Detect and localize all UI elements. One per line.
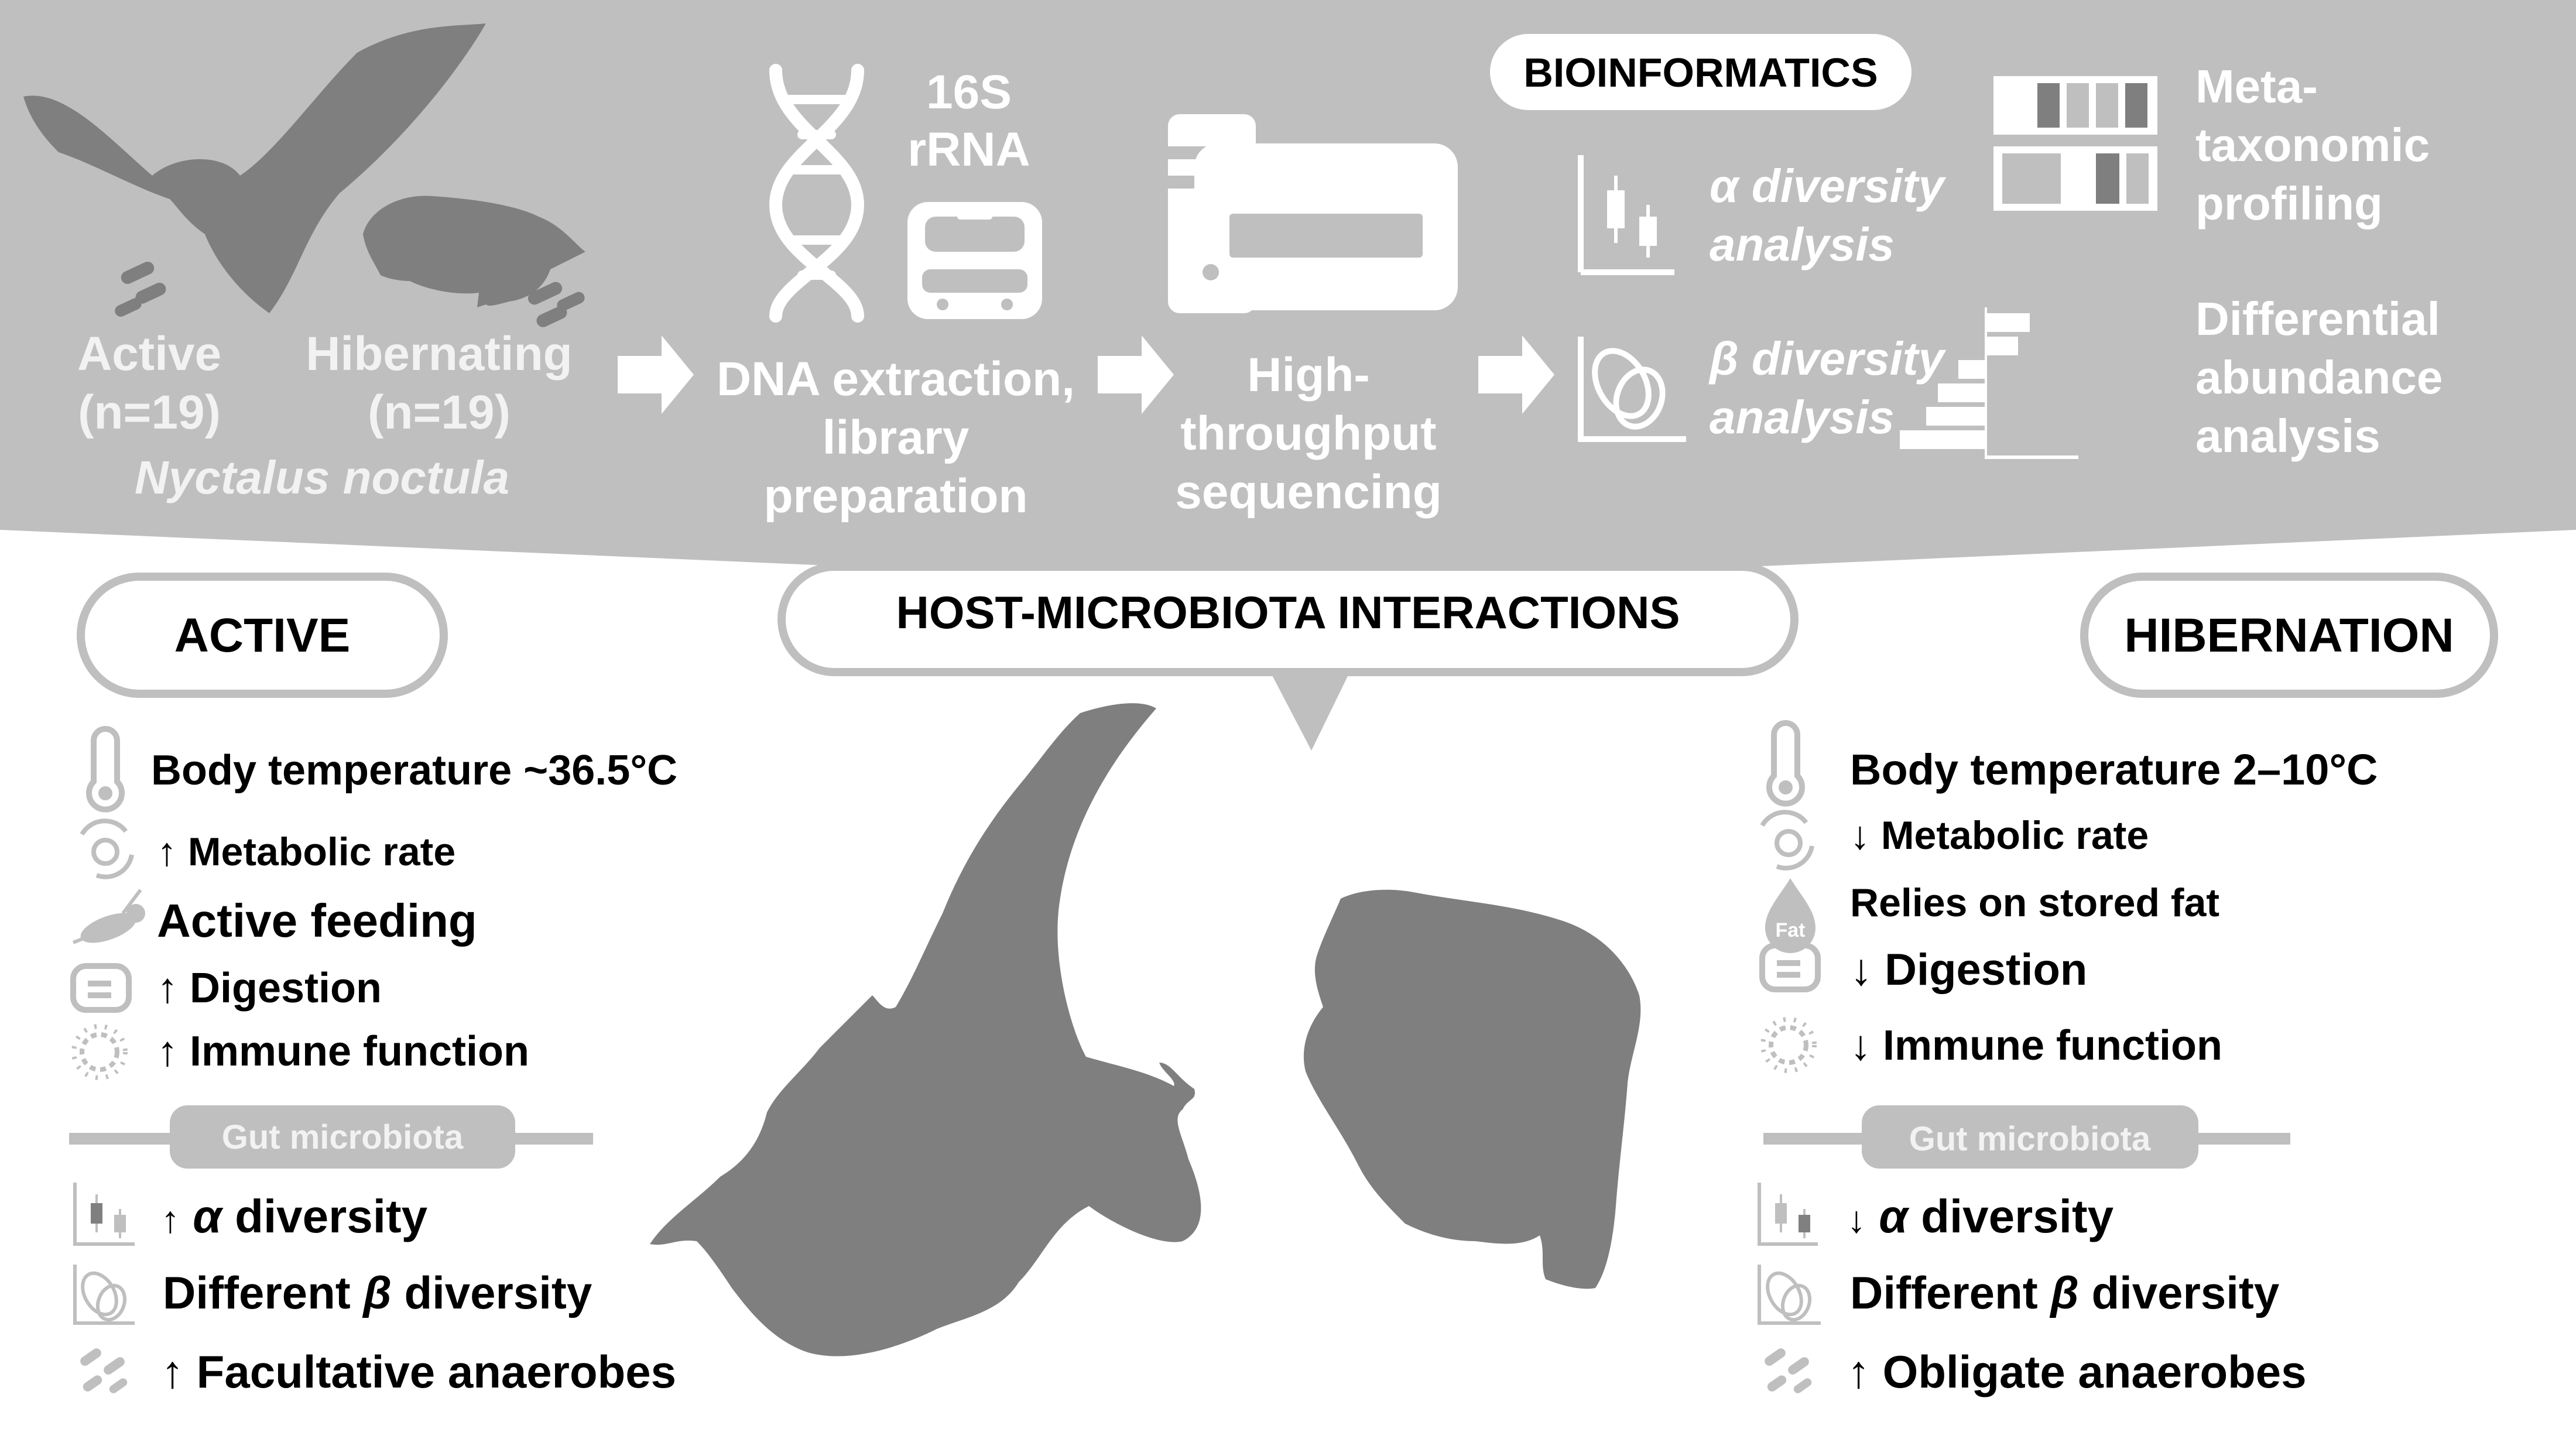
bacteria-icon bbox=[80, 1348, 128, 1393]
beta-diversity-icon bbox=[1578, 337, 1686, 442]
metabolism-icon bbox=[80, 818, 134, 879]
lab-step-line3: preparation bbox=[763, 470, 1027, 523]
flow-arrow bbox=[618, 335, 694, 414]
center-title: HOST-MICROBIOTA INTERACTIONS bbox=[896, 587, 1680, 638]
hibernating-bat-silhouette bbox=[363, 196, 585, 307]
active-trait-4: ↑ Immune function bbox=[157, 1028, 529, 1075]
alpha-diversity-icon bbox=[73, 1183, 135, 1246]
hibernation-trait-4: ↓ Immune function bbox=[1850, 1022, 2222, 1069]
bioinformatics-badge-label: BIOINFORMATICS bbox=[1523, 50, 1878, 95]
taxonomic-bars-icon bbox=[1993, 76, 2157, 211]
metabolism-icon bbox=[1760, 810, 1814, 871]
active-beta-word: diversity bbox=[404, 1267, 592, 1318]
immune-cell-icon bbox=[71, 1024, 128, 1080]
hibernation-badge bbox=[2080, 573, 2498, 698]
hibernation-beta-word: diversity bbox=[2091, 1267, 2279, 1318]
hibernation-trait-3: ↓ Digestion bbox=[1850, 945, 2087, 995]
hibernation-alpha-word: diversity bbox=[1921, 1190, 2114, 1242]
bacteria-icon bbox=[527, 282, 585, 327]
hibernation-alpha-symbol: α bbox=[1879, 1190, 1910, 1242]
differential-line1: Differential bbox=[2195, 293, 2440, 345]
metataxonomic-line2: taxonomic bbox=[2195, 119, 2430, 171]
flow-arrow bbox=[1098, 335, 1174, 414]
hibernation-beta-line: Different β diversity bbox=[1850, 1267, 2279, 1318]
active-sample-size: (n=19) bbox=[78, 386, 221, 439]
alpha-analysis-line2: analysis bbox=[1710, 218, 1895, 270]
flow-arrow bbox=[1478, 335, 1554, 414]
hibernation-beta-symbol: β bbox=[2049, 1267, 2078, 1318]
alpha-analysis-line1: α diversity bbox=[1710, 160, 1946, 212]
thermometer-icon bbox=[86, 726, 125, 813]
alpha-diversity-icon bbox=[1758, 1183, 1818, 1246]
hibernation-trait-1: ↓ Metabolic rate bbox=[1850, 813, 2149, 858]
sequencing-line1: High- bbox=[1247, 348, 1369, 402]
active-alpha-word: diversity bbox=[235, 1190, 428, 1242]
differential-abundance-baseline bbox=[1985, 455, 2075, 459]
hibernation-trait-2: Relies on stored fat bbox=[1850, 881, 2219, 925]
intestine-icon bbox=[1759, 943, 1821, 992]
hibernation-anaerobes: ↑ Obligate anaerobes bbox=[1847, 1346, 2307, 1397]
active-trait-2: Active feeding bbox=[157, 895, 477, 947]
hibernation-gut-label-pill bbox=[1862, 1105, 2198, 1169]
active-gut-label-pill bbox=[170, 1105, 515, 1169]
species-name: Nyctalus noctula bbox=[135, 451, 509, 503]
sequencing-line3: sequencing bbox=[1175, 465, 1442, 519]
active-badge bbox=[77, 573, 448, 698]
fat-droplet-icon: Fat bbox=[1765, 878, 1815, 953]
beta-analysis-line1: β diversity bbox=[1708, 333, 1946, 385]
active-trait-0: Body temperature ~36.5°C bbox=[151, 747, 677, 794]
beta-analysis-line2: analysis bbox=[1710, 391, 1895, 443]
beta-diversity-icon bbox=[73, 1265, 135, 1325]
hibernation-beta-prefix: Different bbox=[1850, 1267, 2038, 1318]
marker-gene-line2: rRNA bbox=[907, 123, 1030, 176]
sequencer-icon bbox=[1168, 114, 1458, 313]
hibernating-group-label: Hibernating bbox=[306, 327, 573, 381]
bacteria-icon bbox=[115, 261, 166, 317]
hibernation-trait-0: Body temperature 2–10°C bbox=[1850, 745, 2378, 794]
bioinformatics-badge bbox=[1490, 34, 1912, 110]
metataxonomic-line3: profiling bbox=[2195, 177, 2383, 229]
center-hibernating-bat-silhouette bbox=[1303, 889, 1641, 1289]
active-alpha-arrow: ↑ bbox=[161, 1198, 180, 1241]
sequencing-line2: throughput bbox=[1180, 407, 1436, 460]
active-gut-label: Gut microbiota bbox=[222, 1118, 464, 1156]
alpha-diversity-icon bbox=[1578, 155, 1674, 275]
insect-icon bbox=[72, 889, 145, 944]
center-flying-bat-silhouette bbox=[650, 703, 1201, 1356]
center-title-box bbox=[777, 563, 1799, 676]
hibernation-badge-label: HIBERNATION bbox=[2124, 609, 2454, 662]
hibernation-alpha-line: ↓ α diversity bbox=[1847, 1190, 2114, 1242]
active-trait-1: ↑ Metabolic rate bbox=[157, 830, 455, 874]
thermocycler-icon bbox=[907, 202, 1042, 319]
workflow-band bbox=[0, 0, 2576, 751]
active-trait-3: ↑ Digestion bbox=[157, 965, 382, 1012]
beta-diversity-icon bbox=[1758, 1265, 1821, 1325]
active-beta-prefix: Different bbox=[163, 1267, 351, 1318]
fat-icon-label: Fat bbox=[1776, 919, 1806, 941]
active-group-label: Active bbox=[77, 327, 221, 381]
marker-gene-line1: 16S bbox=[926, 66, 1012, 119]
lab-step-line2: library bbox=[823, 411, 970, 464]
lab-step-line1: DNA extraction, bbox=[717, 352, 1075, 406]
active-beta-symbol: β bbox=[362, 1267, 391, 1318]
thermometer-icon bbox=[1766, 720, 1805, 807]
metataxonomic-line1: Meta- bbox=[2195, 60, 2318, 112]
bacteria-icon bbox=[1765, 1348, 1812, 1393]
dna-icon bbox=[769, 64, 865, 323]
active-badge-label: ACTIVE bbox=[174, 609, 351, 662]
immune-cell-icon bbox=[1760, 1017, 1817, 1073]
hibernating-sample-size: (n=19) bbox=[368, 386, 511, 439]
active-alpha-line: ↑ α diversity bbox=[161, 1190, 428, 1242]
differential-line2: abundance bbox=[2195, 351, 2443, 403]
differential-line3: analysis bbox=[2195, 410, 2380, 462]
hibernation-gut-label: Gut microbiota bbox=[1909, 1120, 2151, 1158]
active-anaerobes: ↑ Facultative anaerobes bbox=[161, 1346, 676, 1397]
flying-bat-silhouette bbox=[23, 23, 486, 313]
hibernation-alpha-arrow: ↓ bbox=[1847, 1198, 1866, 1241]
active-alpha-symbol: α bbox=[193, 1190, 224, 1242]
active-beta-line: Different β diversity bbox=[163, 1267, 592, 1318]
intestine-icon bbox=[70, 963, 132, 1013]
